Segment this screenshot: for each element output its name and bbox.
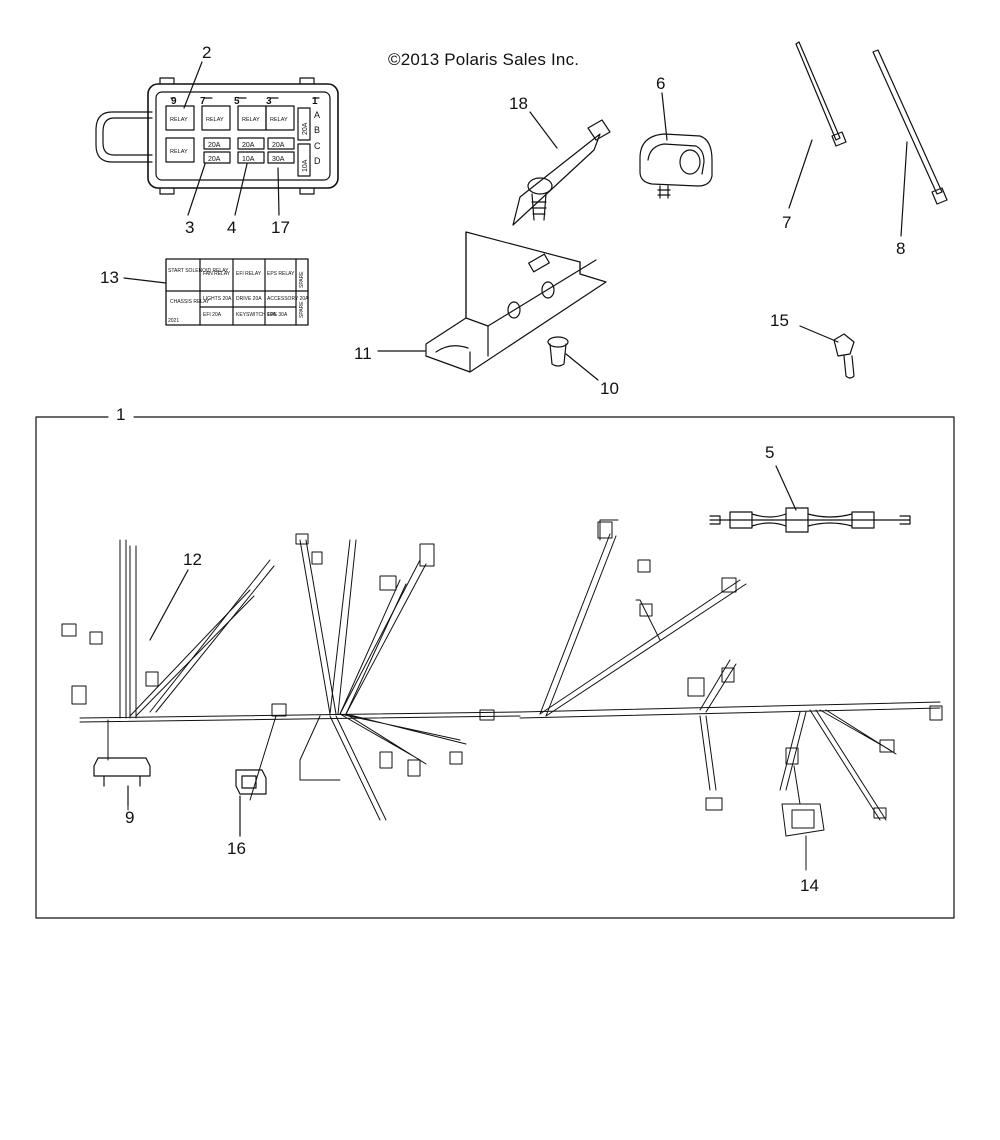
decal-spare-1: SPARE bbox=[299, 271, 305, 288]
side-fuse-1-label: 20A bbox=[302, 122, 309, 135]
copyright-text: ©2013 Polaris Sales Inc. bbox=[388, 50, 580, 69]
decal-chassis-relay: CHASSIS RELAY bbox=[170, 299, 210, 305]
leader-12 bbox=[149, 569, 189, 641]
decal-fan-relay: FAN RELAY bbox=[203, 271, 231, 277]
diode-harness bbox=[709, 465, 911, 533]
decal-accessory: ACCESSORY 20A bbox=[267, 296, 309, 302]
callout-6: 6 bbox=[656, 74, 666, 93]
cable-tie-long bbox=[872, 49, 948, 237]
row-c-label: C bbox=[314, 141, 321, 151]
main-harness-right bbox=[519, 519, 943, 871]
callout-13: 13 bbox=[100, 268, 119, 287]
slot-1-label: 1 bbox=[312, 96, 318, 107]
decal-text: START SOLENOID RELAY FAN RELAY EFI RELAY… bbox=[168, 268, 309, 324]
bolt bbox=[799, 325, 855, 379]
callout-17: 17 bbox=[271, 218, 290, 237]
callout-15: 15 bbox=[770, 311, 789, 330]
relay-label-4: RELAY bbox=[270, 117, 288, 123]
harness-frame bbox=[35, 416, 955, 919]
relay-label-3: RELAY bbox=[242, 117, 260, 123]
callout-8: 8 bbox=[896, 239, 906, 258]
decal-drive: DRIVE 20A bbox=[236, 296, 262, 302]
fuse-decal bbox=[123, 258, 309, 326]
decal-spare-2: SPARE bbox=[299, 301, 305, 318]
relay-label-1: RELAY bbox=[170, 117, 188, 123]
row-b-label: B bbox=[314, 125, 320, 135]
main-harness-left bbox=[61, 533, 521, 821]
row-a-label: A bbox=[314, 110, 320, 120]
callout-14: 14 bbox=[800, 876, 819, 895]
callout-2: 2 bbox=[202, 43, 212, 62]
callout-3: 3 bbox=[185, 218, 195, 237]
decal-keyswitch: KEYSWITCH 10A bbox=[236, 312, 277, 318]
fuse-c2-label: 10A bbox=[242, 156, 255, 163]
callout-1: 1 bbox=[116, 405, 126, 424]
harness-connector bbox=[235, 769, 267, 795]
fuse-b3-label: 20A bbox=[272, 142, 285, 149]
fuse-c1-label: 20A bbox=[208, 156, 221, 163]
callout-12: 12 bbox=[183, 550, 202, 569]
fuse-box bbox=[95, 61, 339, 216]
decal-part-no: 2021 bbox=[168, 318, 179, 324]
decal-efi-fuse: EFI 20A bbox=[203, 312, 222, 318]
callout-11: 11 bbox=[354, 344, 372, 363]
decal-lights: LIGHTS 20A bbox=[203, 296, 232, 302]
slot-7-label: 7 bbox=[200, 96, 206, 107]
relay-label-2: RELAY bbox=[206, 117, 224, 123]
decal-start-solenoid: START SOLENOID RELAY bbox=[168, 268, 229, 274]
slot-9-label: 9 bbox=[171, 96, 177, 107]
bracket bbox=[377, 231, 607, 373]
fuse-box-labels: 9 7 5 3 1 A B C D RELAY RELAY RELAY RELA… bbox=[170, 96, 321, 172]
push-pin bbox=[547, 336, 599, 381]
cable-tie-short bbox=[788, 41, 847, 209]
callout-10: 10 bbox=[600, 379, 619, 398]
callout-9: 9 bbox=[125, 808, 135, 827]
connector-clip bbox=[639, 92, 713, 199]
decal-eps-relay: EPS RELAY bbox=[267, 271, 295, 277]
callout-18: 18 bbox=[509, 94, 528, 113]
side-fuse-2-label: 10A bbox=[302, 159, 309, 172]
push-mount-cable-tie bbox=[512, 111, 611, 226]
callout-5: 5 bbox=[765, 443, 775, 462]
fuse-b2-label: 20A bbox=[242, 142, 255, 149]
slot-5-label: 5 bbox=[234, 96, 240, 107]
slot-3-label: 3 bbox=[266, 96, 272, 107]
decal-efi-relay: EFI RELAY bbox=[236, 271, 262, 277]
inline-fuse-holder bbox=[93, 757, 151, 787]
relay-label-5: RELAY bbox=[170, 149, 188, 155]
callout-16: 16 bbox=[227, 839, 246, 858]
decal-eps-fuse: EPS 30A bbox=[267, 312, 288, 318]
fuse-c3-label: 30A bbox=[272, 156, 285, 163]
callout-7: 7 bbox=[782, 213, 792, 232]
row-d-label: D bbox=[314, 156, 321, 166]
fuse-b1-label: 20A bbox=[208, 142, 221, 149]
callout-4: 4 bbox=[227, 218, 237, 237]
